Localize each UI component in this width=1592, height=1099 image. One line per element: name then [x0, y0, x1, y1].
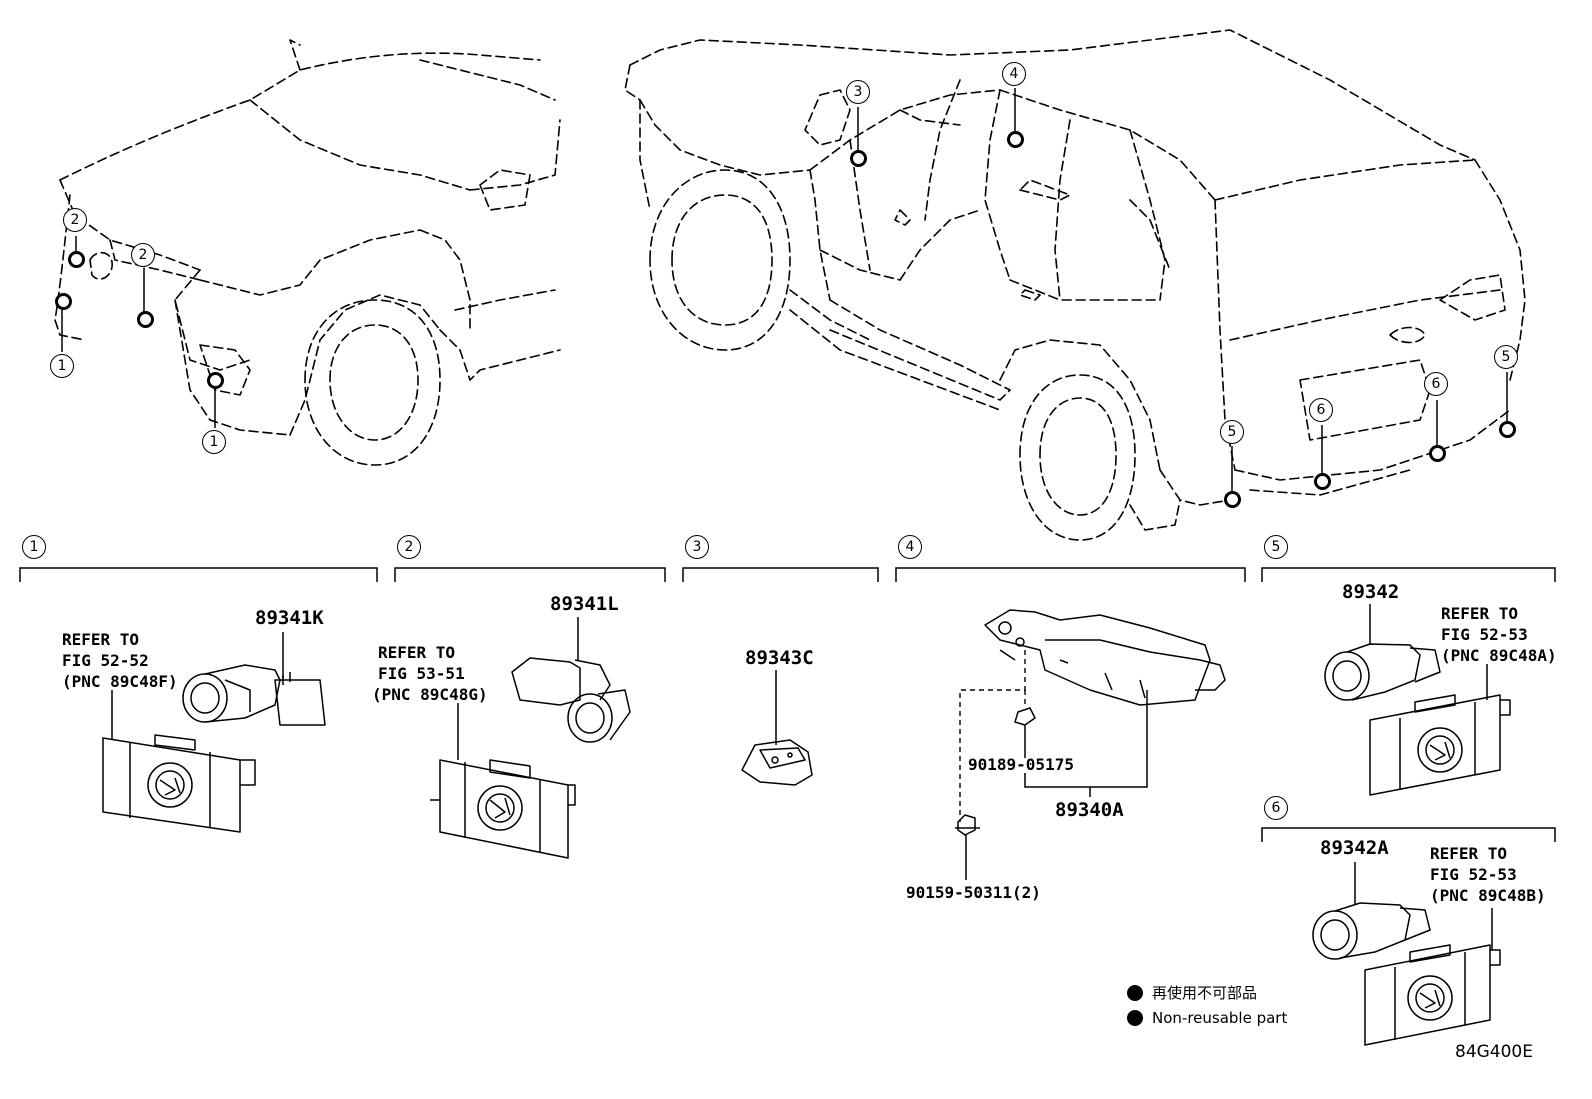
- callout-2-front-center: 2: [131, 243, 155, 267]
- sensor-location-dot: [1499, 421, 1516, 438]
- callout-6-rear-left: 6: [1309, 398, 1333, 422]
- refer-to-line-2[interactable]: FIG 53-51: [378, 664, 465, 683]
- section-6-number: 6: [1264, 796, 1288, 820]
- sensor-89342-drawing: [1324, 643, 1441, 701]
- refer-to-line-1: REFER TO: [1430, 844, 1508, 863]
- legend-japanese: 再使用不可部品: [1152, 984, 1258, 1002]
- bracket-1-drawing: [102, 734, 256, 833]
- section-4-bracket: [895, 567, 1246, 582]
- front-car-hood: [59, 52, 541, 181]
- non-reusable-bullet-icon: [1127, 985, 1143, 1001]
- clip-90189-05175-drawing: [1014, 707, 1036, 726]
- sensor-location-dot: [1224, 491, 1241, 508]
- section-6-bracket: [1261, 827, 1556, 842]
- bracket-6-drawing: [1364, 944, 1501, 1046]
- refer-to-line-2[interactable]: FIG 52-52: [62, 651, 149, 670]
- rear-left-wheel: [649, 169, 791, 351]
- refer-to-line-3: (PNC 89C48F): [62, 672, 178, 691]
- callout-2-front-left: 2: [63, 208, 87, 232]
- section-1-bracket: [19, 567, 378, 582]
- sensor-89343C-drawing: [741, 739, 813, 786]
- sensor-89341L-drawing: [511, 657, 631, 743]
- part-number-89343C[interactable]: 89343C: [745, 647, 814, 669]
- module-89340A-drawing: [984, 609, 1226, 706]
- bracket-5-drawing: [1369, 694, 1511, 796]
- rear-car-roof: [629, 29, 1476, 161]
- legend-english: Non-reusable part: [1152, 1009, 1288, 1027]
- part-number-90159-50311[interactable]: 90159-50311(2): [906, 883, 1041, 902]
- refer-to-line-2[interactable]: FIG 52-53: [1441, 625, 1528, 644]
- part-number-89341L[interactable]: 89341L: [550, 593, 619, 615]
- refer-to-line-2[interactable]: FIG 52-53: [1430, 865, 1517, 884]
- section-1-number: 1: [22, 535, 46, 559]
- refer-to-line-1: REFER TO: [62, 630, 140, 649]
- front-wheel: [304, 299, 441, 466]
- callout-5-rear-right: 5: [1494, 345, 1518, 369]
- non-reusable-bullet-icon: [1127, 1010, 1143, 1026]
- sensor-location-dot: [1429, 445, 1446, 462]
- part-number-89342[interactable]: 89342: [1342, 581, 1400, 603]
- part-number-90189-05175[interactable]: 90189-05175: [968, 755, 1074, 774]
- callout-5-rear-left: 5: [1220, 420, 1244, 444]
- sensor-location-dot: [1007, 131, 1024, 148]
- bracket-2-drawing: [430, 759, 576, 859]
- illustration-reference-code: 84G400E: [1455, 1042, 1533, 1062]
- sensor-location-dot: [1314, 473, 1331, 490]
- sensor-89341K-drawing: [182, 664, 326, 726]
- section-2-number: 2: [397, 535, 421, 559]
- bolt-90159-50311-drawing: [955, 814, 980, 848]
- part-number-89341K[interactable]: 89341K: [255, 607, 324, 629]
- rear-right-wheel: [1019, 374, 1136, 541]
- sensor-location-dot: [137, 311, 154, 328]
- callout-1-front-left: 1: [50, 354, 74, 378]
- sensor-location-dot: [68, 251, 85, 268]
- part-number-89342A[interactable]: 89342A: [1320, 837, 1389, 859]
- section-5-number: 5: [1264, 535, 1288, 559]
- refer-to-line-1: REFER TO: [378, 643, 456, 662]
- section-3-bracket: [682, 567, 879, 582]
- sensor-89342A-drawing: [1312, 902, 1431, 960]
- refer-to-line-1: REFER TO: [1441, 604, 1519, 623]
- part-number-89340A[interactable]: 89340A: [1055, 799, 1124, 821]
- refer-to-line-3: (PNC 89C48A): [1441, 646, 1557, 665]
- section-2-bracket: [394, 567, 666, 582]
- sensor-location-dot: [850, 150, 867, 167]
- section-5-bracket: [1261, 567, 1556, 582]
- section-3-number: 3: [685, 535, 709, 559]
- callout-1-front-center: 1: [202, 430, 226, 454]
- section-4-number: 4: [898, 535, 922, 559]
- callout-6-rear-right: 6: [1424, 372, 1448, 396]
- callout-4-rear-vehicle: 4: [1002, 62, 1026, 86]
- sensor-location-dot: [207, 372, 224, 389]
- sensor-location-dot: [55, 293, 72, 310]
- refer-to-line-3: (PNC 89C48G): [372, 685, 488, 704]
- refer-to-line-3: (PNC 89C48B): [1430, 886, 1546, 905]
- callout-3-rear-vehicle: 3: [846, 80, 870, 104]
